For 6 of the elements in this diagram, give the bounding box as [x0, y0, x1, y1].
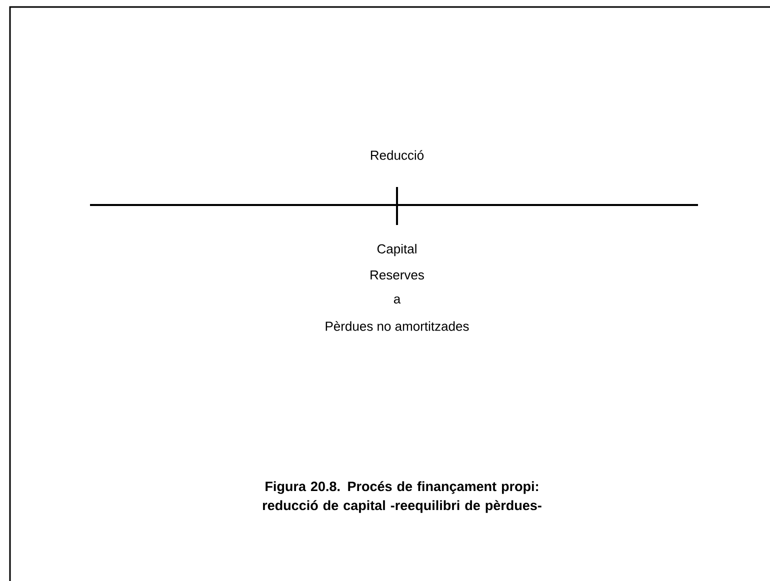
account-label: Reducció	[370, 150, 424, 160]
account-label: Pèrdues no amortitzades	[326, 321, 469, 331]
account-label: a	[394, 296, 401, 304]
figure-caption: Figura 20.8. Procés de finançament propi: reducció de capital -reequilibri de pèrdues-	[263, 481, 542, 513]
account-label: Capital	[377, 244, 416, 256]
account-label: Reserves	[370, 270, 424, 280]
